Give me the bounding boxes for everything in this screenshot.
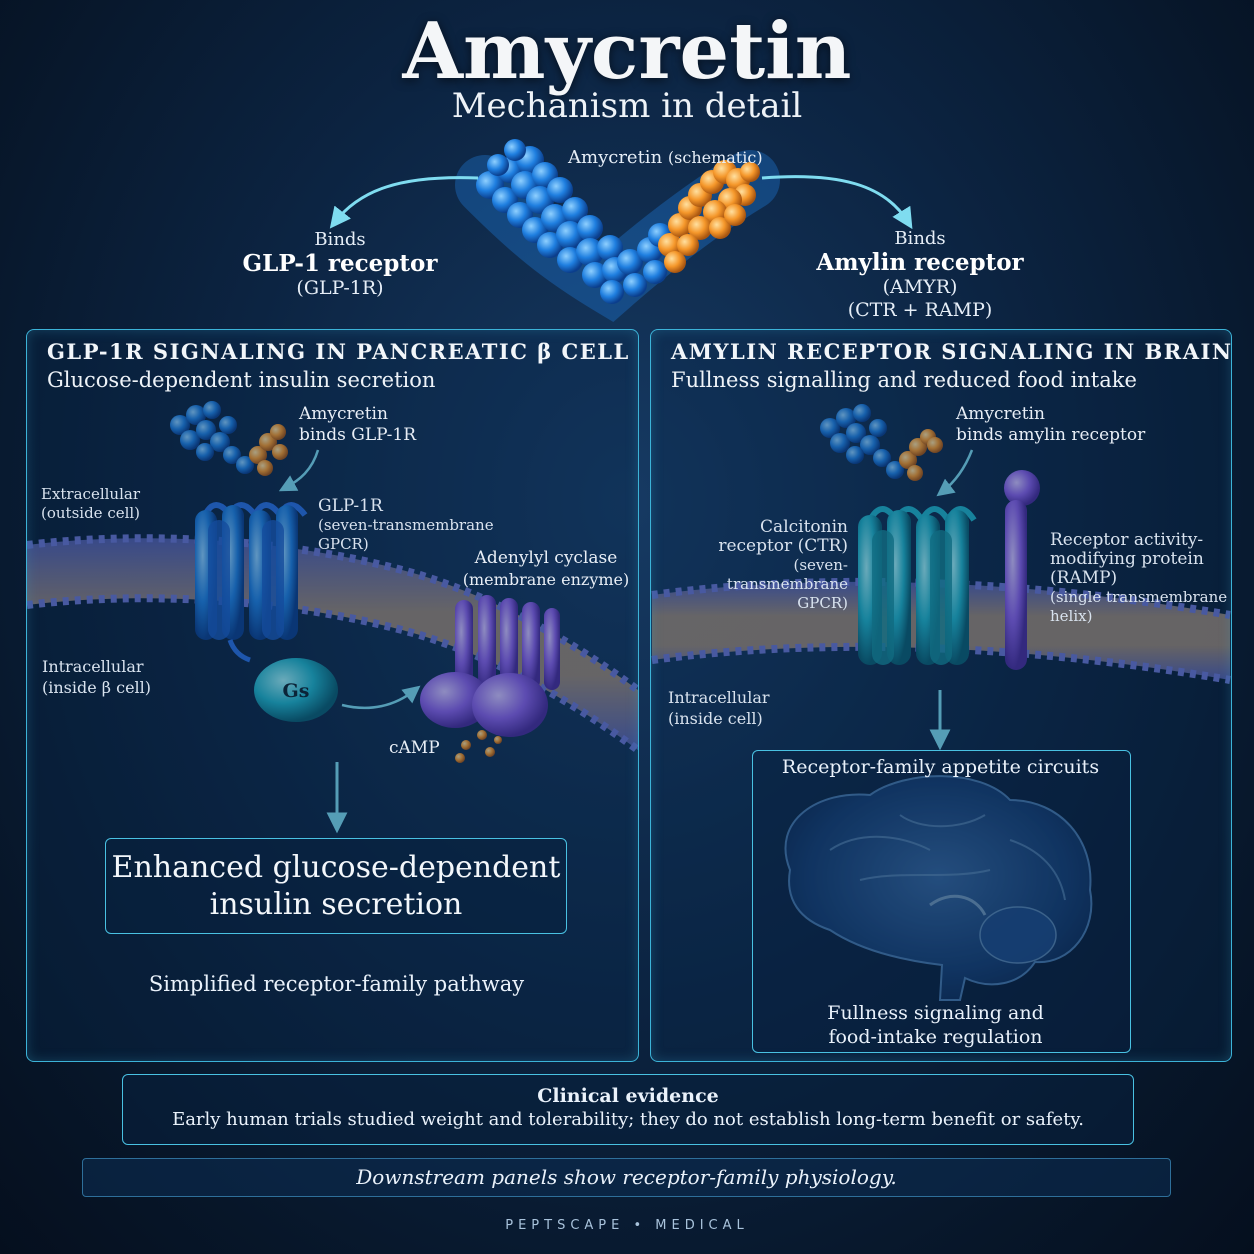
camp-label: cAMP [389, 738, 440, 758]
glp1r-receptor [195, 502, 308, 663]
arrow-to-glp1r [329, 176, 479, 229]
gs-label: Gs [282, 680, 310, 702]
clinical-evidence-box: Clinical evidence Early human trials stu… [122, 1074, 1134, 1145]
left-amycretin-label: Amycretin binds GLP-1R [299, 404, 417, 445]
glp1r-outcome-box: Enhanced glucose-dependent insulin secre… [105, 838, 567, 934]
amycretin-molecule [455, 139, 780, 322]
appetite-circuits-box [752, 750, 1131, 1053]
adenylyl-cyclase-label: Adenylyl cyclase (membrane enzyme) [462, 548, 630, 589]
disclaimer-bar: Downstream panels show receptor-family p… [82, 1158, 1171, 1197]
brain-illustration [784, 775, 1093, 1001]
intracellular-beta-label: Intracellular (inside β cell) [42, 657, 152, 697]
clinical-text: Early human trials studied weight and to… [172, 1109, 1084, 1130]
page-subtitle: Mechanism in detail [451, 86, 803, 126]
gs-protein [254, 658, 338, 722]
right-amycretin-label: Amycretin binds amylin receptor [956, 404, 1146, 445]
ctr-receptor [858, 506, 977, 665]
left-membrane [26, 534, 641, 754]
arrow-to-amyr [761, 175, 913, 230]
disclaimer-text: Downstream panels show receptor-family p… [356, 1165, 897, 1189]
binds-glp1r-label: Binds GLP-1 receptor (GLP-1R) [242, 229, 438, 299]
ctr-label: Calcitonin receptor (CTR) (seven-transme… [718, 517, 848, 613]
extracellular-label: Extracellular (outside cell) [41, 485, 141, 522]
amyr-panel-heading: AMYLIN RECEPTOR SIGNALING IN BRAIN [671, 339, 1233, 364]
ramp-label: Receptor activity- modifying protein (RA… [1050, 530, 1228, 626]
simplified-pathway-note: Simplified receptor-family pathway [148, 972, 525, 996]
page-title: Amycretin [402, 6, 852, 97]
intracellular-label: Intracellular (inside cell) [668, 688, 770, 728]
glp1r-panel-subheading: Glucose-dependent insulin secretion [47, 368, 436, 392]
amyr-panel-subheading: Fullness signalling and reduced food int… [671, 368, 1137, 392]
glp1r-panel [26, 329, 639, 1062]
binds-amyr-label: Binds Amylin receptor (AMYR) (CTR + RAMP… [816, 228, 1024, 321]
glp1r-label: GLP-1R (seven-transmembrane GPCR) [318, 496, 494, 554]
molecule-note: (schematic) [667, 148, 763, 167]
amyr-outcome-label: Fullness signaling and food-intake regul… [827, 1002, 1044, 1048]
glp1r-panel-heading: GLP-1R SIGNALING IN PANCREATIC β CELL [47, 339, 630, 364]
amyr-panel [650, 329, 1232, 1062]
left-amycretin-molecule [170, 401, 288, 476]
right-amycretin-molecule [820, 404, 943, 481]
appetite-circuits-label: Receptor-family appetite circuits [781, 756, 1100, 778]
ramp-protein [1004, 470, 1040, 670]
footer-brand: PEPTSCAPE • MEDICAL [505, 1218, 749, 1233]
molecule-label: Amycretin (schematic) [568, 146, 763, 169]
clinical-heading: Clinical evidence [537, 1085, 719, 1107]
molecule-name: Amycretin [568, 147, 663, 168]
camp-molecules [455, 730, 502, 763]
adenylyl-cyclase [420, 595, 560, 737]
